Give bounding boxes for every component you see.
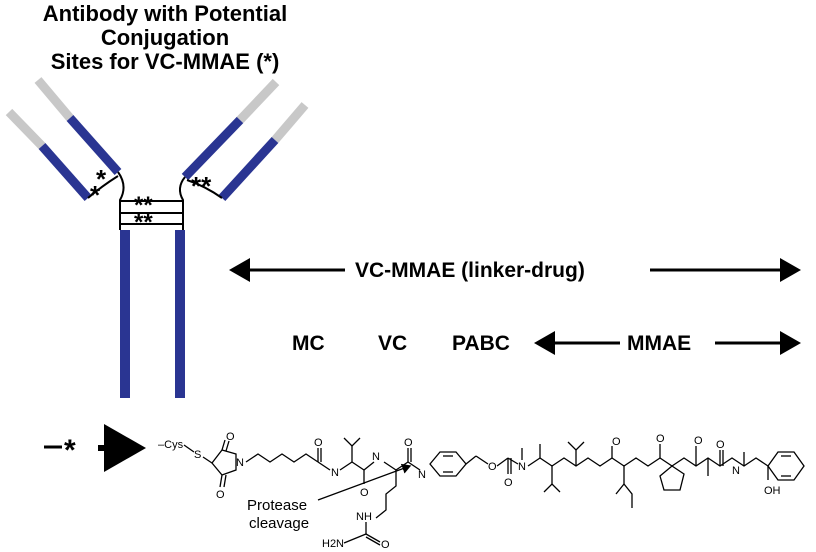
conjugation-site-right: ** — [191, 171, 212, 201]
nh-3: NH — [356, 511, 372, 523]
oxygen-atom-3: O — [314, 437, 323, 449]
right-hinge-curve — [179, 176, 186, 230]
oxygen-atom-10: O — [716, 439, 725, 451]
conjugation-site-hinge-top: ** — [134, 192, 153, 219]
h2n-group: H2N — [322, 538, 344, 550]
mmae-label: MMAE — [627, 332, 691, 355]
nh-5: N — [732, 465, 740, 477]
title-line-3: Sites for VC-MMAE (*) — [50, 49, 280, 74]
antibody: * * ** ** ** — [5, 77, 309, 398]
protease-label-line1: Protease — [247, 497, 307, 514]
oxygen-atom-8: O — [504, 477, 513, 489]
o-methyl-2: O — [694, 435, 703, 447]
left-heavy-arm-blue — [66, 115, 122, 175]
legend-key: * — [44, 424, 146, 472]
title-line-2: Conjugation — [100, 25, 230, 50]
oxygen-atom-5: O — [404, 437, 413, 449]
pabc-label: PABC — [452, 332, 510, 355]
mc-label: MC — [292, 332, 325, 355]
title-line-1: Antibody with Potential — [42, 1, 288, 26]
conjugation-site-left-upper: * — [96, 164, 107, 194]
left-hinge-curve — [117, 171, 125, 230]
left-light-link — [87, 175, 119, 199]
right-heavy-arm-grey — [236, 78, 280, 124]
linker-drug-label: VC-MMAE (linker-drug) — [355, 259, 585, 282]
right-light-link — [186, 179, 223, 199]
oxygen-atom-6: O — [381, 539, 390, 551]
left-light-chain-grey — [5, 108, 46, 150]
hydroxyl: OH — [764, 485, 781, 497]
cys-atom-label: –Cys — [158, 439, 184, 451]
nh-1: N — [331, 467, 339, 479]
right-light-chain-blue — [218, 136, 279, 202]
protease-pointer — [317, 463, 412, 501]
oxygen-atom-1: O — [226, 431, 235, 443]
oxygen-atom-2: O — [216, 489, 225, 501]
conjugation-site-hinge-bottom: ** — [134, 209, 153, 236]
protease-label-line2: cleavage — [249, 515, 309, 532]
right-light-chain-grey — [271, 102, 309, 143]
nitrogen-atom-1: N — [236, 457, 244, 469]
linker-drug-header: VC-MMAE (linker-drug) — [229, 258, 801, 282]
o-methyl-1: O — [612, 436, 621, 448]
left-light-chain-blue — [38, 143, 92, 201]
protease-cleavage-annotation: Protease cleavage — [247, 463, 412, 532]
conjugation-site-left-lower: * — [90, 180, 101, 210]
component-labels: MC VC PABC MMAE — [292, 331, 801, 355]
oxygen-atom-4: O — [360, 487, 369, 499]
sulfur-atom: S — [194, 449, 201, 461]
right-heavy-arm-blue — [181, 116, 244, 181]
left-heavy-arm-grey — [34, 77, 74, 121]
diagram-title: Antibody with Potential Conjugation Site… — [0, 2, 330, 74]
legend-asterisk: * — [64, 434, 76, 467]
nitrogen-atom-2: N — [518, 461, 526, 473]
vc-label: VC — [378, 332, 407, 355]
chemical-structure: –Cys S O O N O N O N O NH H2N — [158, 431, 805, 551]
oxygen-atom-7: O — [488, 461, 497, 473]
nh-4: N — [418, 469, 426, 481]
oxygen-atom-9: O — [656, 433, 665, 445]
nh-2: N — [372, 451, 380, 463]
